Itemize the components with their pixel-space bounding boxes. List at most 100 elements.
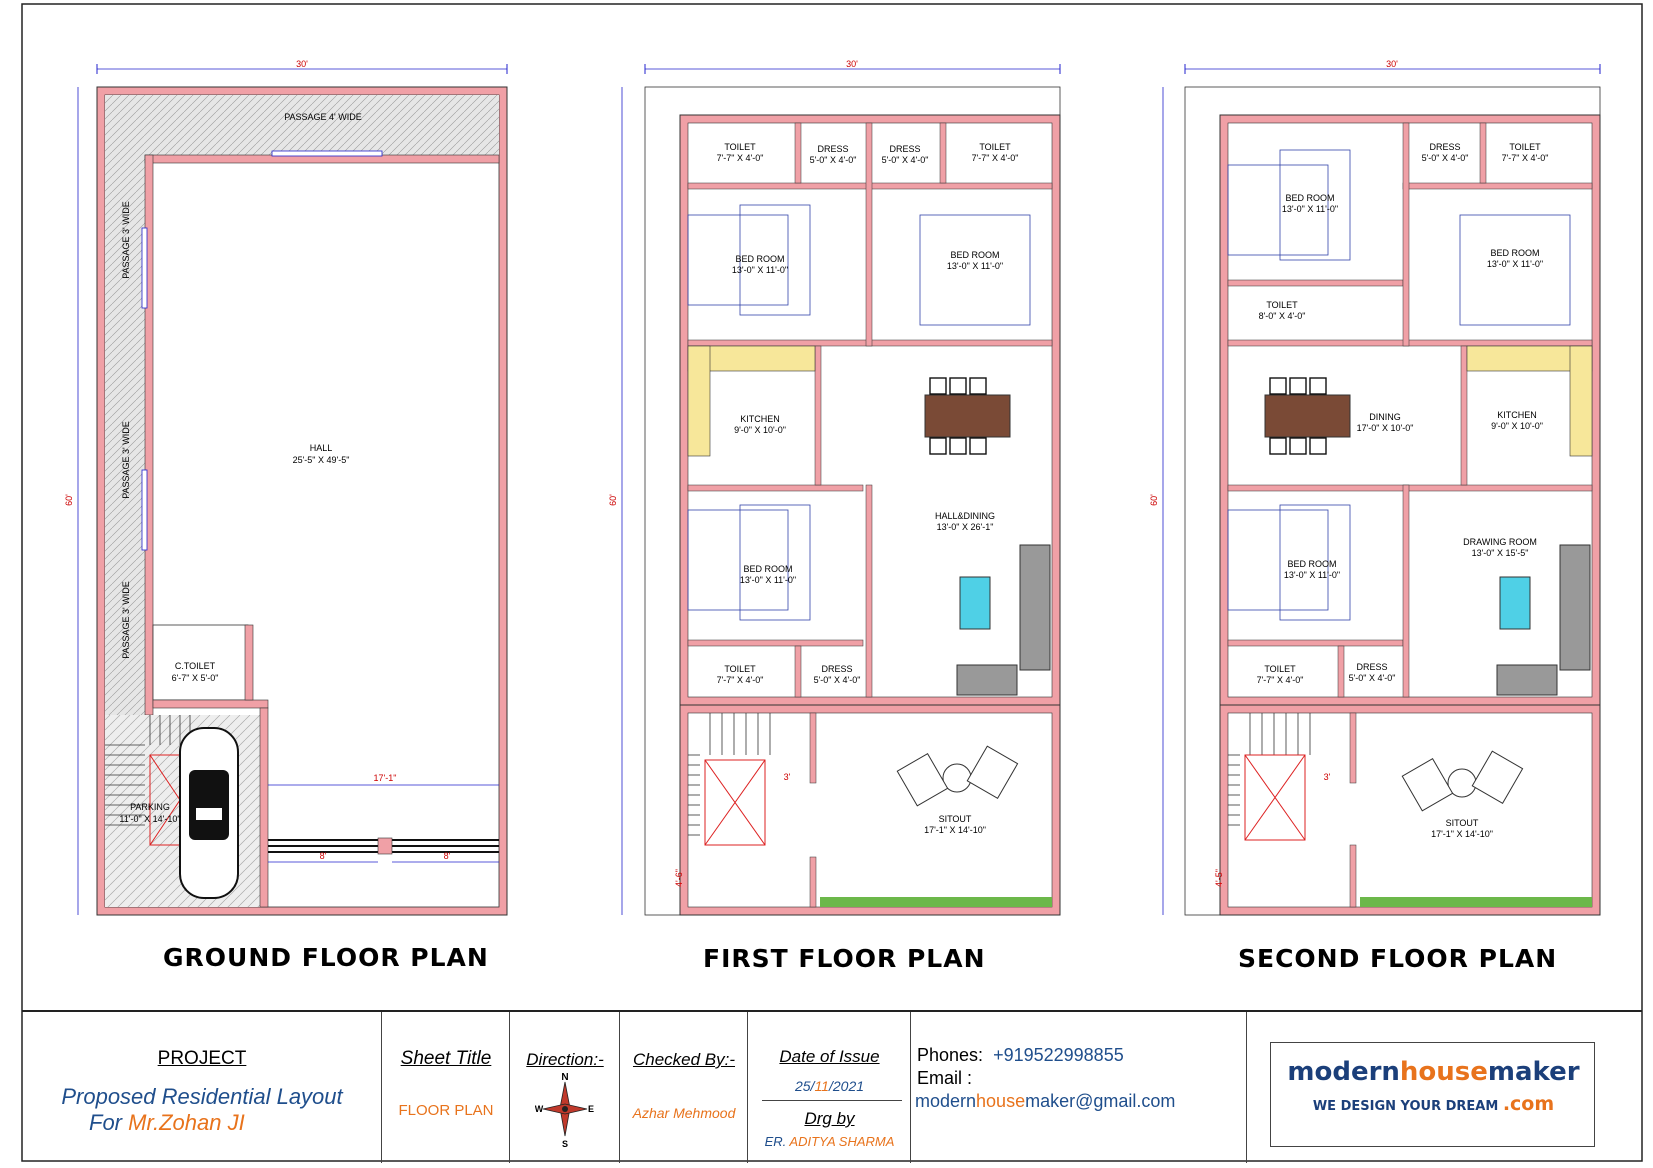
compass-icon: N E S W xyxy=(535,1072,594,1149)
room-size: 6'-7" X 5'-0" xyxy=(172,673,219,683)
client-name: Mr.Zohan JI xyxy=(128,1110,245,1135)
project-client: For Mr.Zohan JI xyxy=(89,1110,245,1136)
room-label: TOILET xyxy=(979,142,1011,152)
company-logo: modernhousemaker WE DESIGN YOUR DREAM .c… xyxy=(1270,1042,1595,1147)
room-label: DRESS xyxy=(821,664,852,674)
divider xyxy=(762,1100,902,1101)
width-dimension: 30' xyxy=(1386,59,1398,69)
email-label: Email : xyxy=(917,1068,973,1088)
height-dimension: 60' xyxy=(1149,494,1159,506)
room-size: 13'-0" X 26'-1" xyxy=(937,522,994,532)
room-size: 5'-0" X 4'-0" xyxy=(1422,153,1469,163)
contact-cell: Phones: +919522998855 Email : modernhous… xyxy=(911,1012,1247,1163)
room-label: KITCHEN xyxy=(740,414,780,424)
project-for: For xyxy=(89,1110,129,1135)
dimension-label: 17'-1" xyxy=(374,773,397,783)
room-size: 13'-0" X 15'-5" xyxy=(1472,548,1529,558)
room-size: 5'-0" X 4'-0" xyxy=(814,675,861,685)
room-size: 13'-0" X 11'-0" xyxy=(947,261,1003,271)
height-dimension: 60' xyxy=(608,494,618,506)
room-label: HALL xyxy=(310,443,333,453)
width-dimension: 30' xyxy=(296,59,308,69)
room-label: DRESS xyxy=(1356,662,1387,672)
date-year: /2021 xyxy=(828,1078,865,1094)
phones: Phones: +919522998855 xyxy=(917,1045,1124,1066)
room-size: 7'-7" X 4'-0" xyxy=(1257,675,1304,685)
phone-number[interactable]: +919522998855 xyxy=(993,1045,1124,1065)
logo-part1: modern xyxy=(1287,1057,1400,1087)
logo-wordmark: modernhousemaker xyxy=(1271,1057,1596,1087)
logo-com: .com xyxy=(1502,1093,1555,1115)
plan-title: SECOND FLOOR PLAN xyxy=(1238,944,1558,973)
room-size: 5'-0" X 4'-0" xyxy=(810,155,857,165)
issue-date: 25/11/2021 xyxy=(748,1078,911,1094)
logo-tagline: WE DESIGN YOUR DREAM .com xyxy=(1271,1093,1596,1115)
room-size: 17'-1" X 14'-10" xyxy=(924,825,986,835)
email-address[interactable]: modernhousemaker@gmail.com xyxy=(915,1091,1175,1112)
room-size: 7'-7" X 4'-0" xyxy=(717,675,764,685)
room-label: PASSAGE 3' WIDE xyxy=(121,201,131,279)
date-heading: Date of Issue xyxy=(779,1047,880,1066)
room-size: 9'-0" X 10'-0" xyxy=(1491,421,1543,431)
room-label: DRAWING ROOM xyxy=(1463,537,1537,547)
sheet-title-value: FLOOR PLAN xyxy=(398,1102,494,1119)
room-size: 13'-0" X 11'-0" xyxy=(1282,204,1338,214)
height-dimension: 60' xyxy=(64,494,74,506)
plan-title: GROUND FLOOR PLAN xyxy=(163,943,489,972)
drg-prefix: ER. xyxy=(764,1134,790,1149)
compass-south: S xyxy=(562,1139,568,1149)
date-day: 25/ xyxy=(794,1078,815,1094)
room-label: DINING xyxy=(1369,412,1401,422)
room-label: SITOUT xyxy=(1446,818,1479,828)
room-size: 13'-0" X 11'-0" xyxy=(732,265,788,275)
checked-name: Azhar Mehmood xyxy=(632,1105,736,1121)
room-label: TOILET xyxy=(1264,664,1296,674)
room-label: BED ROOM xyxy=(1490,248,1539,258)
room-size: 8'-0" X 4'-0" xyxy=(1259,311,1306,321)
email-part2: house xyxy=(976,1091,1026,1111)
compass-north: N xyxy=(561,1072,568,1083)
room-label: TOILET xyxy=(1509,142,1541,152)
dimension-label: 8' xyxy=(320,851,327,861)
room-label: SITOUT xyxy=(939,814,972,824)
room-label: PASSAGE 3' WIDE xyxy=(121,421,131,499)
room-label: PASSAGE 4' WIDE xyxy=(284,112,362,122)
drg-heading: Drg by xyxy=(804,1109,855,1128)
dimension-label: 8' xyxy=(444,851,451,861)
direction-cell: Direction:- N E S W xyxy=(510,1012,620,1163)
phones-label: Phones: xyxy=(917,1045,984,1065)
room-label: TOILET xyxy=(1266,300,1298,310)
room-size: 13'-0" X 11'-0" xyxy=(740,575,796,585)
logo-cell: modernhousemaker WE DESIGN YOUR DREAM .c… xyxy=(1247,1012,1642,1163)
compass-east: E xyxy=(588,1104,594,1114)
logo-part3: maker xyxy=(1487,1057,1580,1087)
room-size: 17'-0" X 10'-0" xyxy=(1357,423,1414,433)
room-size: 9'-0" X 10'-0" xyxy=(734,425,786,435)
room-label: TOILET xyxy=(724,142,756,152)
room-size: 7'-7" X 4'-0" xyxy=(972,153,1019,163)
car-icon xyxy=(179,727,239,899)
room-size: 13'-0" X 11'-0" xyxy=(1487,259,1543,269)
room-label: PASSAGE 3' WIDE xyxy=(121,581,131,659)
room-size: 7'-7" X 4'-0" xyxy=(717,153,764,163)
date-cell: Date of Issue 25/11/2021 Drg by ER. ADIT… xyxy=(748,1012,911,1163)
date-month: 11 xyxy=(814,1078,829,1094)
logo-part2: house xyxy=(1399,1057,1488,1087)
dimension-label: 4'-6" xyxy=(674,869,684,887)
room-label: DRESS xyxy=(817,144,848,154)
room-label: C.TOILET xyxy=(175,661,216,671)
sheet-title-heading: Sheet Title xyxy=(400,1048,492,1069)
dimension-label: 3' xyxy=(1324,772,1331,782)
drg-name-value: ADITYA SHARMA xyxy=(789,1134,895,1149)
drg-name: ER. ADITYA SHARMA xyxy=(748,1134,911,1149)
plan-title: FIRST FLOOR PLAN xyxy=(703,944,986,973)
email-part1: modern xyxy=(915,1091,977,1111)
room-label: TOILET xyxy=(724,664,756,674)
room-size: 25'-5" X 49'-5" xyxy=(293,455,350,465)
direction-heading: Direction:- xyxy=(526,1050,604,1069)
room-label: BED ROOM xyxy=(950,250,999,260)
width-dimension: 30' xyxy=(846,59,858,69)
